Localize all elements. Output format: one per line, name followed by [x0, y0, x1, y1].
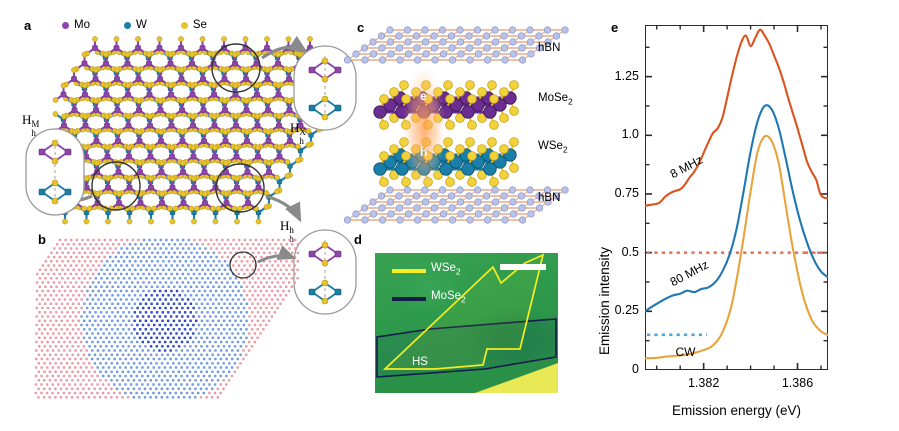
panel-d-legend-label-mose2-text: MoSe: [431, 290, 462, 302]
y-tick-label-5: 1.25: [614, 68, 639, 83]
panel-letter-b: b: [38, 232, 46, 247]
w-color-dot: [123, 22, 131, 30]
y-tick-label-1: 0.25: [614, 303, 639, 318]
stacking-label-hm-sup: M: [31, 119, 40, 130]
panel-d-legend-label-mose2-sub: 2: [461, 294, 466, 305]
stacking-label-hh-sub: h: [289, 233, 294, 244]
axis-ticks: [645, 25, 828, 370]
annotation-cw: CW: [675, 345, 696, 360]
y-tick-label-4: 1.0: [621, 127, 639, 142]
layer-label-hbn-bottom-text: hBN: [538, 192, 561, 204]
stacking-label-hm-base: H: [22, 112, 32, 127]
legend-item-w: W: [123, 19, 147, 32]
layer-label-mose2-text: MoSe: [538, 92, 569, 104]
panel-letter-d: d: [354, 232, 362, 247]
panel-d-legend-label-wse2: WSe2: [431, 262, 461, 276]
stacking-label-hm-sub: h: [31, 127, 36, 138]
curve-80-mhz: [645, 104, 828, 313]
stacking-label-hx-base: H: [290, 120, 300, 135]
panel-d-hs-label: HS: [412, 356, 428, 368]
y-tick-label-3: 0.75: [614, 185, 639, 200]
stacking-label-hh-base: H: [280, 218, 290, 233]
hole-label: h: [420, 145, 428, 159]
panel-letter-a: a: [24, 18, 32, 33]
baseline-guides: [647, 251, 826, 337]
legend-label-w: W: [135, 19, 147, 31]
layer-label-wse2-text: WSe: [538, 140, 563, 152]
wse2-flake-outline: [382, 253, 545, 370]
layer-label-hbn-bottom: hBN: [538, 192, 560, 204]
electron-label: e: [420, 89, 427, 103]
photo-bright-corner: [475, 363, 558, 393]
panel-d-legend-swatch-mose2: [392, 297, 426, 301]
legend-item-mo: Mo: [62, 19, 90, 32]
se-color-dot: [180, 22, 188, 30]
plot-canvas: [645, 25, 828, 370]
y-tick-label-2: 0.5: [621, 244, 639, 259]
emission-spectrum-plot: [645, 25, 828, 370]
curve-cw: [645, 134, 828, 360]
stacking-label-hh-sup: h: [289, 225, 294, 236]
panel-d-optical-image: [375, 253, 558, 393]
scale-bar: [500, 264, 546, 270]
panel-d-legend-label-wse2-sub: 2: [455, 266, 461, 277]
x-axis-label: Emission energy (eV): [671, 403, 802, 418]
panel-d-legend-label-mose2: MoSe2: [431, 290, 466, 304]
stacking-label-hx-sub: h: [299, 135, 304, 146]
layer-label-hbn-top: hBN: [538, 42, 560, 54]
legend-label-mo: Mo: [74, 19, 90, 31]
layer-label-wse2: WSe2: [538, 140, 568, 154]
panel-letter-e: e: [611, 20, 619, 35]
layer-label-mose2: MoSe2: [538, 92, 573, 106]
y-tick-label-0: 0: [632, 362, 639, 376]
layer-label-hbn-top-text: hBN: [538, 42, 561, 54]
photo-overlays: [376, 253, 558, 393]
panel-letter-c: c: [357, 20, 365, 35]
y-axis-label: Emission intensity: [597, 246, 612, 355]
layer-label-wse2-sub: 2: [562, 144, 568, 155]
legend-item-se: Se: [180, 19, 207, 32]
layer-label-mose2-sub: 2: [568, 96, 573, 107]
stacking-label-hx-sup: X: [299, 127, 306, 138]
mo-color-dot: [62, 22, 69, 30]
curve-8-mhz: [645, 28, 828, 207]
x-tick-label-0: 1.382: [688, 376, 720, 390]
spectrum-curves: [645, 28, 828, 360]
panel-d-legend-label-wse2-text: WSe: [431, 262, 456, 274]
legend-panel-a: Mo W Se: [62, 19, 207, 32]
panel-d-legend-swatch-wse2: [392, 269, 426, 273]
legend-label-se: Se: [192, 19, 207, 31]
x-tick-label-1: 1.386: [781, 376, 814, 390]
